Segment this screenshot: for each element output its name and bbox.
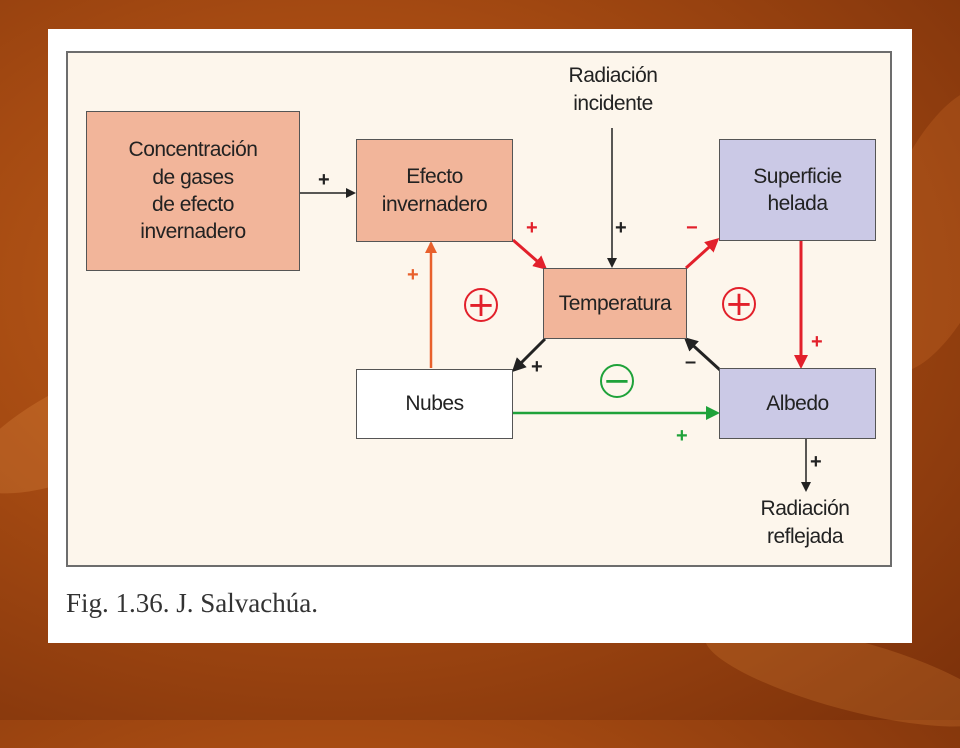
- sign-albedo-radiacion: +: [810, 451, 822, 473]
- sign-superficie-albedo: +: [811, 331, 823, 353]
- sign-efecto-temperatura: +: [526, 217, 538, 239]
- node-nubes: Nubes: [356, 369, 513, 439]
- arrow-temperatura-nubes: [511, 337, 547, 373]
- node-superficie-helada: Superficie helada: [719, 139, 876, 241]
- arrow-temperatura-superficie: [684, 237, 720, 270]
- loop-positive-left: +: [464, 288, 498, 322]
- loop-positive-right: +: [722, 287, 756, 321]
- sign-albedo-temperatura: –: [685, 351, 697, 373]
- node-concentracion-gases: Concentración de gases de efecto inverna…: [86, 111, 300, 271]
- label-radiacion-reflejada: Radiación reflejada: [760, 497, 850, 548]
- loop-negative-center: −: [600, 364, 634, 398]
- sign-radiacion-temperatura: +: [615, 217, 627, 239]
- sign-temperatura-superficie: −: [686, 217, 698, 239]
- sign-concentracion-efecto: +: [318, 169, 330, 191]
- node-albedo: Albedo: [719, 368, 876, 439]
- label-radiacion-incidente: Radiación incidente: [568, 64, 658, 115]
- arrow-efecto-temperatura: [512, 238, 548, 270]
- node-temperatura: Temperatura: [543, 268, 687, 339]
- node-efecto-invernadero: Efecto invernadero: [356, 139, 513, 242]
- sign-nubes-efecto: +: [407, 264, 419, 286]
- sign-temperatura-nubes: +: [531, 356, 543, 378]
- arrow-albedo-temperatura: [683, 336, 722, 372]
- arrows-layer: [300, 128, 811, 492]
- sign-nubes-albedo: +: [676, 425, 688, 447]
- figure-caption: Fig. 1.36. J. Salvachúa.: [66, 588, 318, 618]
